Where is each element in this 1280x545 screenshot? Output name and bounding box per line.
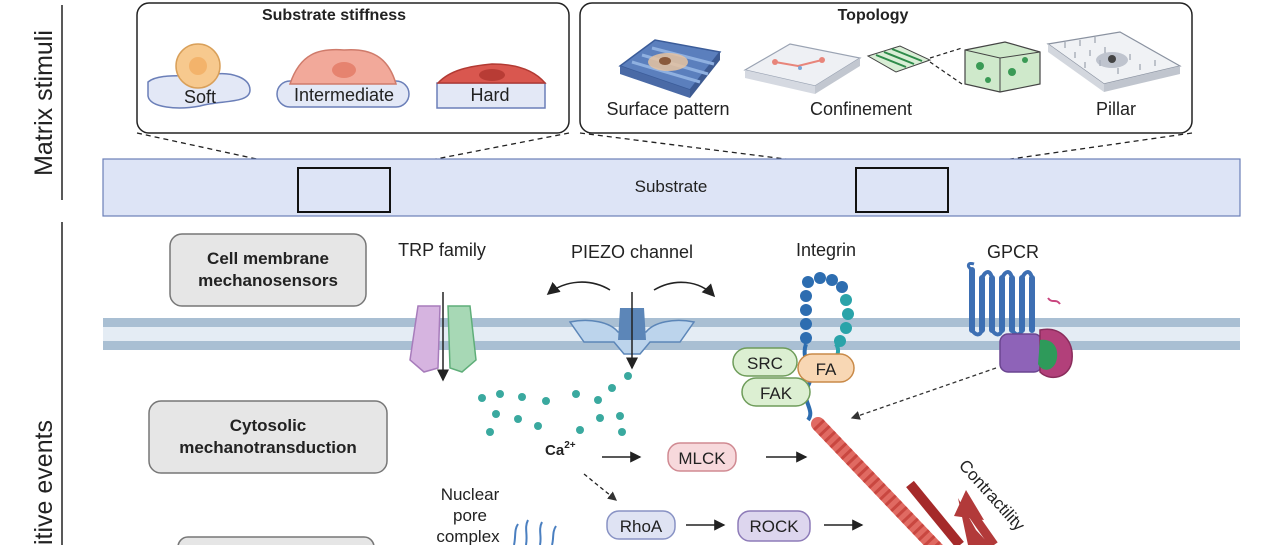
fak-blob	[741, 377, 811, 407]
integrin-label: Integrin	[796, 240, 856, 260]
cytosolic-category-line1: Cytosolic	[230, 416, 307, 435]
rock-blob	[737, 510, 811, 542]
npc-label-line1: Nuclear	[441, 485, 500, 504]
actin-filament	[811, 417, 943, 545]
gpcr-signal-arrow	[850, 367, 997, 420]
pillar-label: Pillar	[1096, 99, 1136, 119]
cytosolic-category-box: Cytosolic mechanotransduction	[148, 400, 388, 474]
intermediate-cell-icon	[276, 48, 410, 108]
events-label: itive events	[30, 420, 58, 545]
surface-pattern-icon	[618, 39, 722, 98]
fak-label: FAK	[760, 384, 793, 403]
topology-title: Topology	[838, 7, 909, 24]
hard-cell-icon	[436, 63, 547, 109]
gpcr-label: GPCR	[987, 242, 1039, 262]
stiffness-zoom-box	[297, 167, 391, 213]
stiffness-title: Substrate stiffness	[262, 7, 406, 24]
fa-label: FA	[816, 360, 837, 379]
cytosolic-category-line2: mechanotransduction	[179, 438, 357, 457]
pillar-icon	[1046, 31, 1182, 92]
soft-cell-icon	[147, 43, 251, 109]
soft-label: Soft	[184, 87, 216, 107]
src-label: SRC	[747, 354, 783, 373]
membrane-category-line2: mechanosensors	[198, 271, 338, 290]
trp-family-label: TRP family	[398, 240, 486, 260]
calcium-ions	[478, 372, 632, 436]
gpcr-icon	[966, 262, 1073, 379]
topology-zoom-box	[855, 167, 949, 213]
rock-label: ROCK	[749, 517, 799, 536]
substrate-bar	[102, 158, 1241, 217]
confinement-icon	[743, 43, 862, 94]
nuclear-category-box	[177, 536, 375, 545]
mlck-label: MLCK	[678, 449, 726, 468]
mlck-blob	[667, 442, 737, 472]
calcium-label: Ca2+	[545, 440, 576, 459]
piezo-channel-icon	[546, 281, 716, 370]
substrate-stiffness-panel: Substrate stiffness Soft Intermediate Ha…	[136, 2, 570, 134]
membrane-category-box: Cell membrane mechanosensors	[169, 233, 367, 307]
src-blob	[732, 347, 798, 377]
rhoa-blob	[606, 510, 676, 540]
intermediate-label: Intermediate	[294, 85, 394, 105]
contractility-arrows	[906, 480, 998, 545]
hard-label: Hard	[470, 85, 509, 105]
matrix-stimuli-label: Matrix stimuli	[30, 30, 58, 176]
substrate-label: Substrate	[635, 177, 708, 196]
trp-channel-icon	[409, 292, 477, 382]
scaffold-icon	[866, 41, 1041, 93]
fa-blob	[797, 353, 855, 383]
ca-to-rhoa-arrow	[583, 473, 618, 501]
rhoa-label: RhoA	[620, 517, 663, 536]
nuclear-pore-icon	[513, 519, 557, 545]
membrane-category-line1: Cell membrane	[207, 249, 329, 268]
piezo-channel-label: PIEZO channel	[571, 242, 693, 262]
npc-label-line3: complex	[436, 527, 500, 545]
npc-label-line2: pore	[453, 506, 487, 525]
topology-panel: Topology Surface pattern Confinement	[579, 2, 1193, 134]
confinement-label: Confinement	[810, 99, 912, 119]
surface-pattern-label: Surface pattern	[606, 99, 729, 119]
